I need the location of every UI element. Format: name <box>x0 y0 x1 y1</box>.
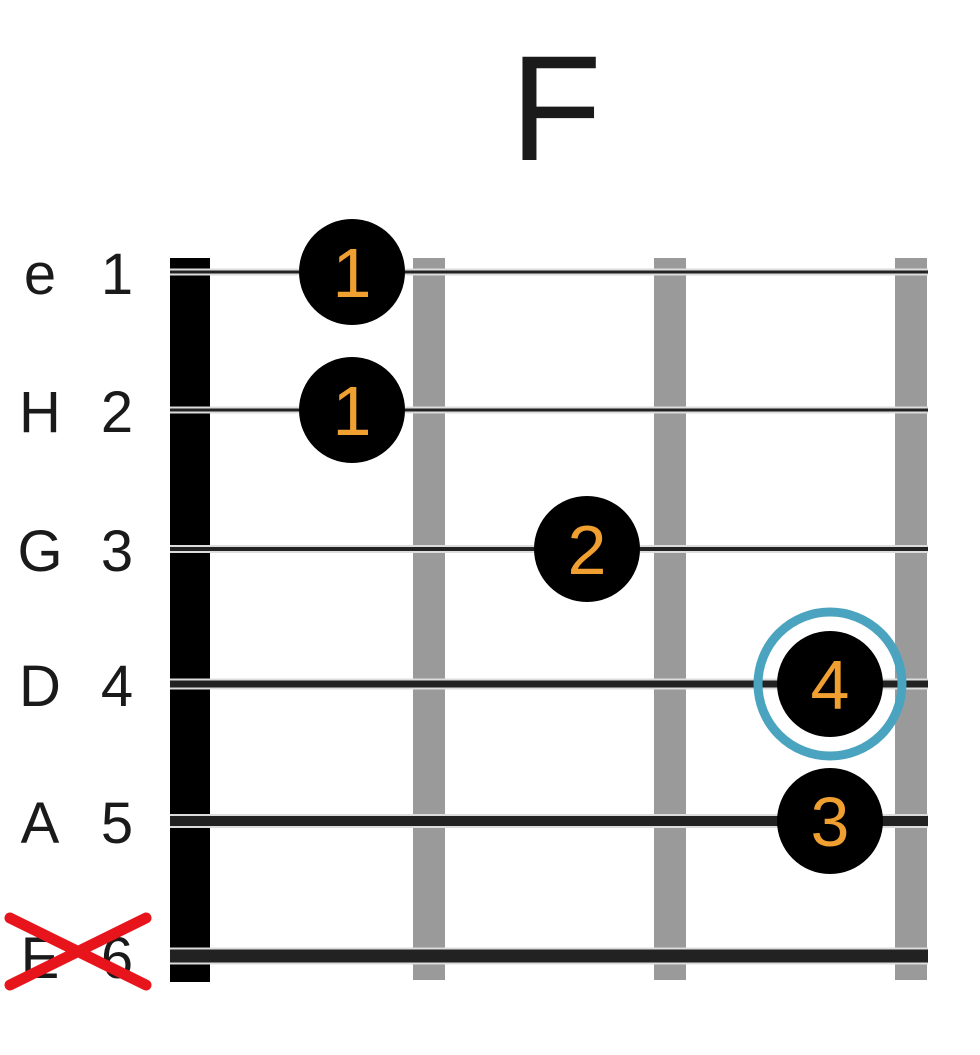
muted-x-mark-stroke-b <box>4 912 152 991</box>
highlight-ring <box>753 607 907 761</box>
finger-number: 1 <box>333 234 372 312</box>
finger-dot <box>299 357 405 463</box>
string-number-label: 4 <box>101 654 133 719</box>
string-lines <box>170 268 928 965</box>
string-name-label: D <box>19 654 61 719</box>
string-name-label: H <box>19 380 61 445</box>
finger-dot <box>299 219 405 325</box>
finger-number: 2 <box>568 511 607 589</box>
string-name-label: G <box>17 519 62 584</box>
string-number-label: 2 <box>101 380 133 445</box>
string-1 <box>170 270 928 274</box>
finger-number: 1 <box>333 372 372 450</box>
string-name-label: e <box>24 242 56 307</box>
string-number-label: 5 <box>101 791 133 856</box>
string-5 <box>170 816 928 826</box>
string-4 <box>170 680 928 688</box>
string-number-label: 1 <box>101 242 133 307</box>
finger-number: 4 <box>811 646 850 724</box>
finger-dot <box>534 496 640 602</box>
string-number-label: 3 <box>101 519 133 584</box>
finger-dot <box>777 768 883 874</box>
string-2 <box>170 408 928 412</box>
fret-lines <box>413 258 927 980</box>
finger-dot <box>777 631 883 737</box>
chord-title: F <box>510 24 602 192</box>
nut <box>170 258 210 982</box>
fret-1 <box>413 258 445 980</box>
fret-2 <box>654 258 686 980</box>
string-6 <box>170 949 928 963</box>
finger-number: 3 <box>811 783 850 861</box>
finger-dots: 1 1 2 4 3 <box>299 219 907 874</box>
string-name-label: A <box>21 791 60 856</box>
fret-3 <box>895 258 927 980</box>
